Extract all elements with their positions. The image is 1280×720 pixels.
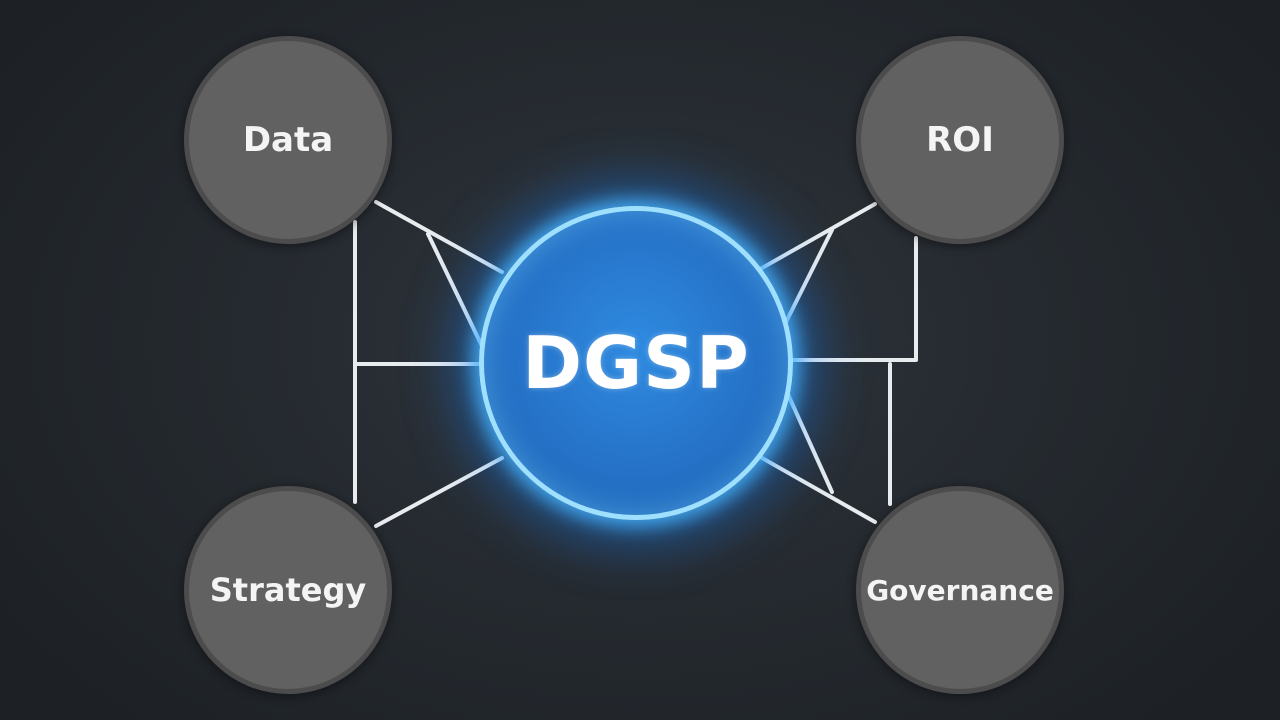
connector-roi-hub — [760, 202, 877, 270]
connector-roi-bracket — [788, 236, 918, 362]
node-data: Data — [184, 36, 392, 244]
node-roi: ROI — [856, 36, 1064, 244]
node-strategy: Strategy — [184, 486, 392, 694]
node-roi-label: ROI — [926, 120, 994, 160]
node-strategy-label: Strategy — [209, 571, 367, 609]
hub-label: DGSP — [522, 321, 750, 405]
connector-strategy-hub — [374, 456, 504, 528]
node-governance: Governance — [856, 486, 1064, 694]
connector-governance-hub — [760, 456, 877, 524]
connector-data-hub — [374, 200, 504, 274]
node-governance-label: Governance — [866, 573, 1054, 607]
connector-left-diagonal — [426, 232, 484, 348]
node-data-label: Data — [242, 120, 334, 160]
connector-right-diagonal-bottom — [784, 388, 834, 494]
hub-circle: DGSP — [479, 206, 793, 520]
connector-right-diagonal-top — [780, 228, 834, 332]
